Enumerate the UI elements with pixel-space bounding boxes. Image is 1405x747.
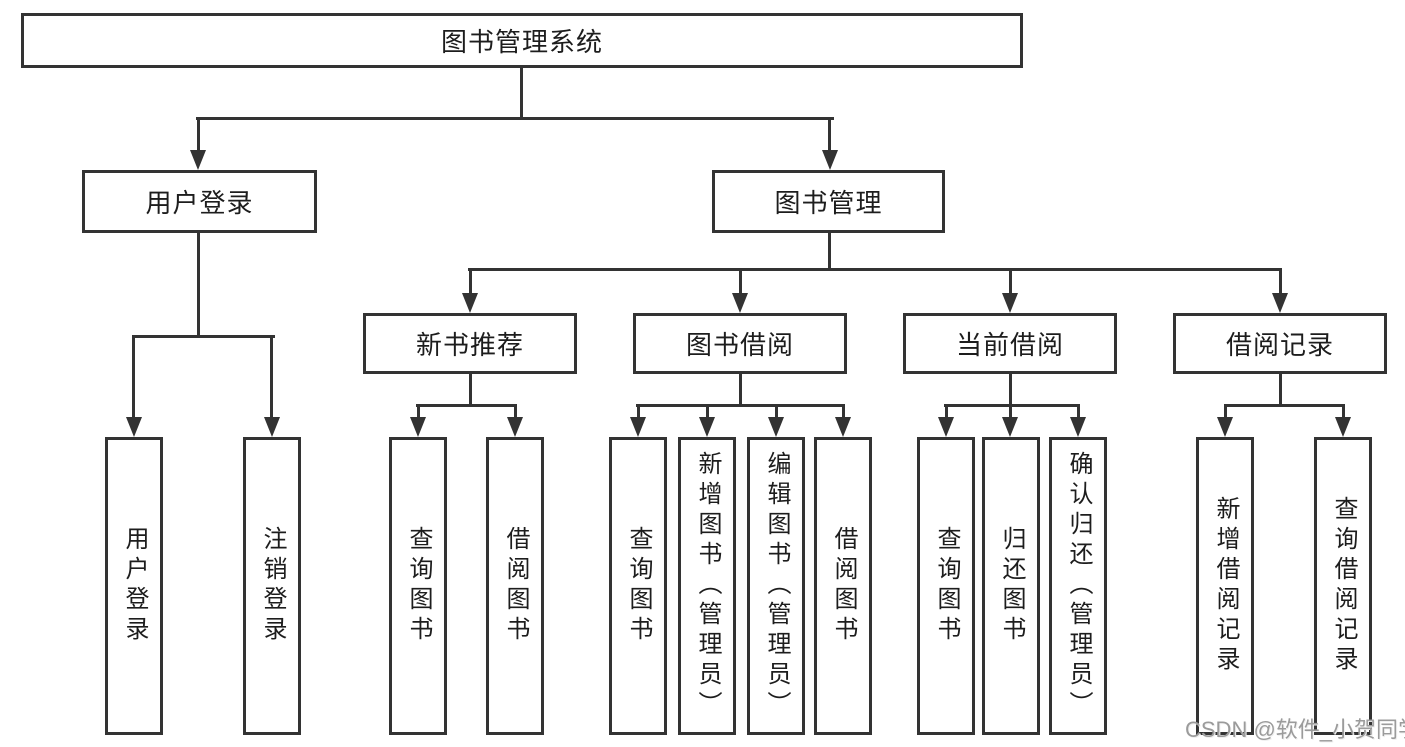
edge-line <box>637 404 640 419</box>
edge-line <box>944 404 1080 407</box>
edge-line <box>468 268 1282 271</box>
edge-line <box>520 68 523 120</box>
node-new-book-recommendation: 新书推荐 <box>363 313 577 374</box>
edge-line <box>1009 404 1012 419</box>
node-leaf-query-books-recommend: 查询图书 <box>389 437 447 735</box>
edge-line <box>469 374 472 407</box>
node-label: 用户登录 <box>145 188 254 218</box>
node-leaf-query-borrow-record: 查询借阅记录 <box>1314 437 1372 735</box>
arrow-down-icon <box>1002 417 1018 437</box>
csdn-watermark: CSDN @软件_小贺同学 <box>1185 717 1405 742</box>
node-book-borrowing: 图书借阅 <box>633 313 847 374</box>
node-leaf-query-books-borrow: 查询图书 <box>609 437 667 735</box>
arrow-down-icon <box>190 150 206 170</box>
arrow-down-icon <box>822 150 838 170</box>
arrow-down-icon <box>630 417 646 437</box>
edge-line <box>132 335 135 419</box>
node-label: 归还图书 <box>998 526 1025 646</box>
edge-line <box>514 404 517 419</box>
arrow-down-icon <box>1070 417 1086 437</box>
edge-line <box>636 404 845 407</box>
node-label: 查询借阅记录 <box>1330 496 1357 676</box>
arrow-down-icon <box>835 417 851 437</box>
edge-line <box>739 268 742 295</box>
edge-line <box>1009 268 1012 295</box>
node-borrowing-records: 借阅记录 <box>1173 313 1387 374</box>
arrow-down-icon <box>410 417 426 437</box>
edge-line <box>739 374 742 407</box>
edge-line <box>132 335 275 338</box>
arrow-down-icon <box>1272 293 1288 313</box>
node-leaf-borrow-books-recommend: 借阅图书 <box>486 437 544 735</box>
node-label: 查询图书 <box>933 526 960 646</box>
node-leaf-confirm-return-admin: 确认归还（管理员） <box>1049 437 1107 735</box>
node-label: 图书管理系统 <box>440 27 603 57</box>
node-label: 借阅图书 <box>830 526 857 646</box>
arrow-down-icon <box>264 417 280 437</box>
edge-line <box>1224 404 1227 419</box>
edge-line <box>1342 404 1345 419</box>
edge-line <box>196 117 834 120</box>
node-library-management-system: 图书管理系统 <box>21 13 1023 68</box>
edge-line <box>775 404 778 419</box>
node-label: 借阅图书 <box>502 526 529 646</box>
arrow-down-icon <box>938 417 954 437</box>
arrow-down-icon <box>699 417 715 437</box>
edge-line <box>1279 268 1282 295</box>
node-leaf-user-login: 用户登录 <box>105 437 163 735</box>
edge-line <box>1077 404 1080 419</box>
edge-line <box>416 404 517 407</box>
node-leaf-add-borrow-record: 新增借阅记录 <box>1196 437 1254 735</box>
arrow-down-icon <box>1335 417 1351 437</box>
node-label: 查询图书 <box>405 526 432 646</box>
edge-line <box>828 117 831 152</box>
node-book-management: 图书管理 <box>712 170 945 233</box>
edge-line <box>842 404 845 419</box>
arrow-down-icon <box>768 417 784 437</box>
edge-line <box>945 404 948 419</box>
node-leaf-query-books-current: 查询图书 <box>917 437 975 735</box>
arrow-down-icon <box>462 293 478 313</box>
node-label: 当前借阅 <box>955 330 1064 360</box>
edge-line <box>197 117 200 152</box>
arrow-down-icon <box>126 417 142 437</box>
node-label: 查询图书 <box>625 526 652 646</box>
node-label: 用户登录 <box>121 526 148 646</box>
node-label: 确认归还（管理员） <box>1065 451 1092 721</box>
node-label: 新增图书（管理员） <box>694 451 721 721</box>
node-label: 注销登录 <box>259 526 286 646</box>
edge-line <box>1009 374 1012 407</box>
edge-line <box>1279 374 1282 407</box>
edge-line <box>706 404 709 419</box>
node-leaf-logout: 注销登录 <box>243 437 301 735</box>
edge-line <box>197 233 200 337</box>
arrow-down-icon <box>1002 293 1018 313</box>
edge-line <box>417 404 420 419</box>
node-leaf-edit-books-admin: 编辑图书（管理员） <box>747 437 805 735</box>
node-label: 图书借阅 <box>685 330 794 360</box>
edge-line <box>1224 404 1345 407</box>
node-leaf-return-books: 归还图书 <box>982 437 1040 735</box>
node-leaf-borrow-books: 借阅图书 <box>814 437 872 735</box>
arrow-down-icon <box>507 417 523 437</box>
edge-line <box>469 268 472 295</box>
arrow-down-icon <box>732 293 748 313</box>
node-label: 编辑图书（管理员） <box>763 451 790 721</box>
node-label: 借阅记录 <box>1225 330 1334 360</box>
node-label: 图书管理 <box>774 188 883 218</box>
edge-line <box>270 335 273 419</box>
edge-line <box>828 233 831 271</box>
node-leaf-add-books-admin: 新增图书（管理员） <box>678 437 736 735</box>
arrow-down-icon <box>1217 417 1233 437</box>
node-label: 新书推荐 <box>415 330 524 360</box>
node-user-login: 用户登录 <box>82 170 317 233</box>
node-label: 新增借阅记录 <box>1212 496 1239 676</box>
node-current-borrowing: 当前借阅 <box>903 313 1117 374</box>
